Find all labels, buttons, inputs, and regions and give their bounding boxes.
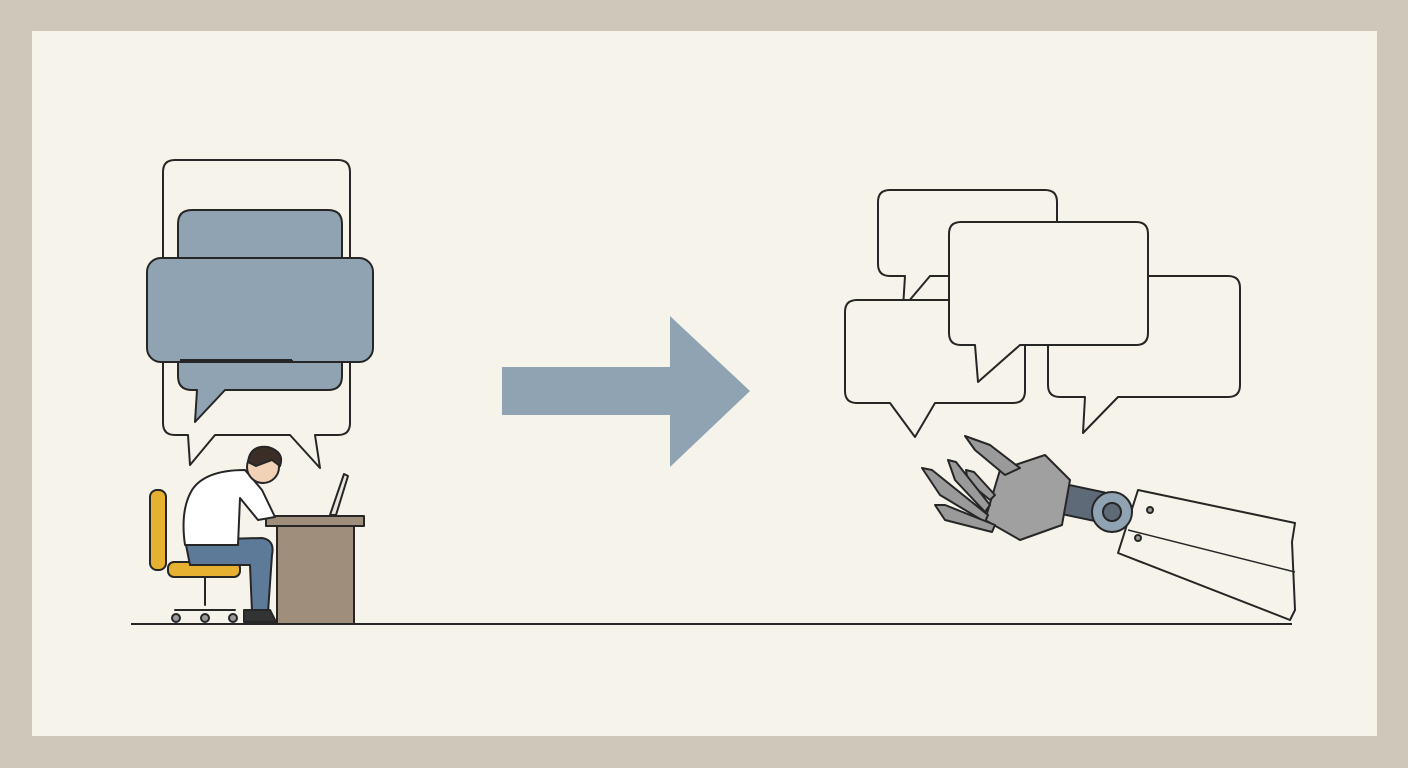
jeans	[184, 537, 274, 613]
right-speech-bubbles	[844, 189, 1241, 438]
desk-body	[276, 525, 355, 625]
sleeve	[1117, 489, 1296, 621]
torso	[182, 469, 276, 546]
desk-top	[265, 515, 365, 527]
thumb	[964, 435, 1021, 476]
laptop	[329, 473, 349, 516]
chair-back	[149, 489, 167, 571]
shoe	[243, 609, 277, 623]
arrow-right-icon	[502, 316, 750, 467]
finger	[947, 459, 991, 513]
finger	[934, 504, 996, 533]
robot-hand-icon	[921, 435, 1296, 621]
person-at-desk-icon	[149, 445, 365, 625]
finger	[921, 467, 989, 523]
speech-bubble-icon	[948, 221, 1149, 383]
hair	[247, 445, 283, 467]
left-stacked-speech-bubbles	[146, 159, 374, 469]
speech-bubble-icon	[146, 257, 374, 363]
